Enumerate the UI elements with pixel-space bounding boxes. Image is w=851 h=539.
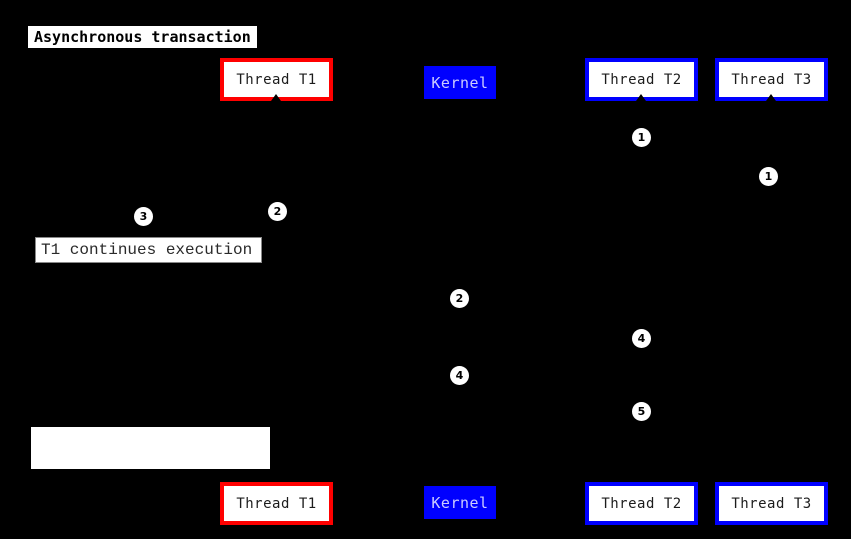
participant-thread-t3-bottom: Thread T3: [715, 482, 828, 525]
sequence-marker-5-thread-t2: 5: [632, 402, 651, 421]
lifeline-arrowhead-t2-bottom: [636, 478, 646, 485]
sequence-marker-4-thread-t2: 4: [632, 329, 651, 348]
sequence-marker-2-thread-t1: 2: [268, 202, 287, 221]
note-empty-box: [31, 427, 270, 469]
sequence-marker-4-kernel: 4: [450, 366, 469, 385]
lifeline-arrowhead-t1-bottom: [271, 478, 281, 485]
participant-thread-t1-top: Thread T1: [220, 58, 333, 101]
participant-thread-t2-bottom: Thread T2: [585, 482, 698, 525]
lifeline-arrowhead-t2-top: [636, 94, 646, 101]
sequence-marker-2-kernel: 2: [450, 289, 469, 308]
participant-thread-t3-top: Thread T3: [715, 58, 828, 101]
participant-thread-t1-bottom: Thread T1: [220, 482, 333, 525]
participant-kernel-top: Kernel: [424, 66, 496, 99]
sequence-marker-1-thread-t2: 1: [632, 128, 651, 147]
lifeline-arrowhead-t3-top: [766, 94, 776, 101]
sequence-marker-1-thread-t3: 1: [759, 167, 778, 186]
lifeline-arrowhead-t1-top: [271, 94, 281, 101]
sequence-marker-3-note: 3: [134, 207, 153, 226]
participant-kernel-bottom: Kernel: [424, 486, 496, 519]
note-t1-continues-execution: T1 continues execution: [35, 237, 262, 263]
diagram-title: Asynchronous transaction: [28, 26, 257, 48]
lifeline-arrowhead-t3-bottom: [766, 478, 776, 485]
